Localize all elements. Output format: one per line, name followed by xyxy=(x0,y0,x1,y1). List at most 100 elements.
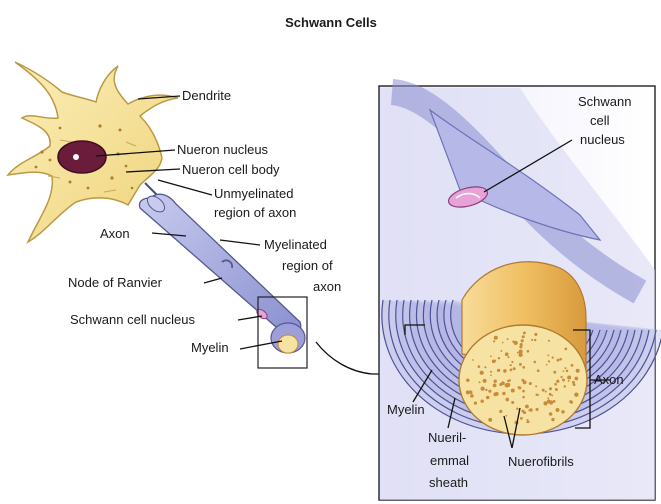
neurofibril-dot xyxy=(488,418,492,422)
label-unmyelinated-1: Unmyelinated xyxy=(214,186,294,201)
neurofibril-dot xyxy=(560,376,562,378)
neurofibril-dot xyxy=(470,390,472,392)
neurofibril-dot xyxy=(494,336,498,340)
neurofibril-dot xyxy=(511,388,515,392)
neurofibril-dot xyxy=(553,371,556,374)
neurofibril-dot xyxy=(534,333,537,336)
label-schwann-1: Schwann xyxy=(578,94,631,109)
label-schwann-3: nucleus xyxy=(580,132,625,147)
neurofibril-dot xyxy=(490,355,492,357)
label-unmyelinated-2: region of axon xyxy=(214,205,296,220)
neurofibril-dot xyxy=(494,380,497,383)
neurofibril-dot xyxy=(522,396,525,399)
label-neurilemma-1: Nueril- xyxy=(428,430,466,445)
neurofibril-dot xyxy=(562,370,564,372)
neurofibril-dot xyxy=(470,394,474,398)
neurofibril-dot xyxy=(553,400,556,403)
label-node-of-ranvier: Node of Ranvier xyxy=(68,275,163,290)
neurofibril-dot xyxy=(521,410,524,413)
neurofibril-dot xyxy=(531,339,533,341)
neurofibril-dot xyxy=(535,385,537,387)
neurofibril-dot xyxy=(527,421,529,423)
neurofibril-dot xyxy=(506,383,510,387)
neurofibril-dot xyxy=(521,339,524,342)
neurofibril-dot xyxy=(499,383,502,386)
neurofibril-dot xyxy=(564,348,567,351)
neurofibril-dot xyxy=(534,361,537,364)
neurofibril-dot xyxy=(474,402,477,405)
neurofibril-dot xyxy=(561,410,564,413)
neurofibril-dot xyxy=(564,385,566,387)
neurofibril-dot xyxy=(549,393,552,396)
neurofibril-dot xyxy=(547,397,549,399)
neurofibril-dot xyxy=(505,352,509,356)
neurofibril-dot xyxy=(499,410,502,413)
neurofibril-dot xyxy=(510,364,512,366)
neurofibril-dot xyxy=(562,379,565,382)
neurofibril-dot xyxy=(505,415,507,417)
neurofibril-dot xyxy=(534,339,536,341)
neurofibril-dot xyxy=(522,366,525,369)
neurofibril-dot xyxy=(536,394,539,397)
neuron-nucleus xyxy=(58,141,106,173)
neurofibril-dot xyxy=(537,369,540,372)
neurofibril-dot xyxy=(517,352,519,354)
neurofibril-dot xyxy=(549,387,552,390)
neurofibril-dot xyxy=(505,398,509,402)
label-neurilemma-3: sheath xyxy=(429,475,468,490)
neurofibril-dot xyxy=(511,401,514,404)
neurofibril-dot xyxy=(472,359,474,361)
label-myelin-right: Myelin xyxy=(387,402,425,417)
neurofibril-dot xyxy=(507,380,510,383)
neurofibril-dot xyxy=(493,392,497,396)
neurofibril-dot xyxy=(573,383,576,386)
neurofibril-dot xyxy=(466,390,470,394)
neurofibril-dot xyxy=(556,380,559,383)
neurofibril-dot xyxy=(494,360,496,362)
label-myelin-left: Myelin xyxy=(191,340,229,355)
neurofibril-dot xyxy=(568,380,570,382)
neurofibril-dot xyxy=(481,387,485,391)
label-axon-left: Axon xyxy=(100,226,130,241)
neurofibril-dot xyxy=(507,338,509,340)
label-neurilemma-2: emmal xyxy=(430,453,469,468)
neurofibril-dot xyxy=(493,340,495,342)
neurofibril-dot xyxy=(529,382,532,385)
neurofibril-dot xyxy=(551,418,554,421)
neurofibril-dot xyxy=(555,388,558,391)
neurofibril-dot xyxy=(502,392,505,395)
neurofibril-dot xyxy=(527,350,530,353)
neurofibril-dot xyxy=(497,369,500,372)
neurofibril-dot xyxy=(519,350,523,354)
neurofibril-dot xyxy=(478,365,481,368)
label-schwann-nucleus-left: Schwann cell nucleus xyxy=(70,312,196,327)
neurofibril-dot xyxy=(559,358,562,361)
neurofibril-dot xyxy=(519,363,522,366)
neurofibril-dot xyxy=(485,389,487,391)
neurofibril-dot xyxy=(554,383,557,386)
neurofibril-dot xyxy=(547,354,549,356)
neurofibril-dot xyxy=(575,377,579,381)
label-neurofibrils: Nuerofibrils xyxy=(508,454,574,469)
neurofibril-dot xyxy=(548,340,550,342)
neurofibril-dot xyxy=(571,364,574,367)
label-myelinated-1: Myelinated xyxy=(264,237,327,252)
neurofibril-dot xyxy=(522,335,525,338)
neurofibril-dot xyxy=(490,371,492,373)
neurofibril-dot xyxy=(484,366,486,368)
neurofibril-dot xyxy=(566,370,569,373)
neurofibril-dot xyxy=(521,379,524,382)
axon-cross-section xyxy=(459,325,587,435)
neurofibril-dot xyxy=(483,379,486,382)
neurofibril-dot xyxy=(480,399,483,402)
diagram-title: Schwann Cells xyxy=(285,15,377,30)
neurofibril-dot xyxy=(511,361,513,363)
neurofibril-dot xyxy=(510,369,513,372)
neurofibril-dot xyxy=(549,412,553,416)
neurofibril-dot xyxy=(574,393,578,397)
neurofibril-dot xyxy=(571,401,573,403)
label-neuron-nucleus: Nueron nucleus xyxy=(177,142,269,157)
label-neuron-cell-body: Nueron cell body xyxy=(182,162,280,177)
neurofibril-dot xyxy=(498,357,500,359)
